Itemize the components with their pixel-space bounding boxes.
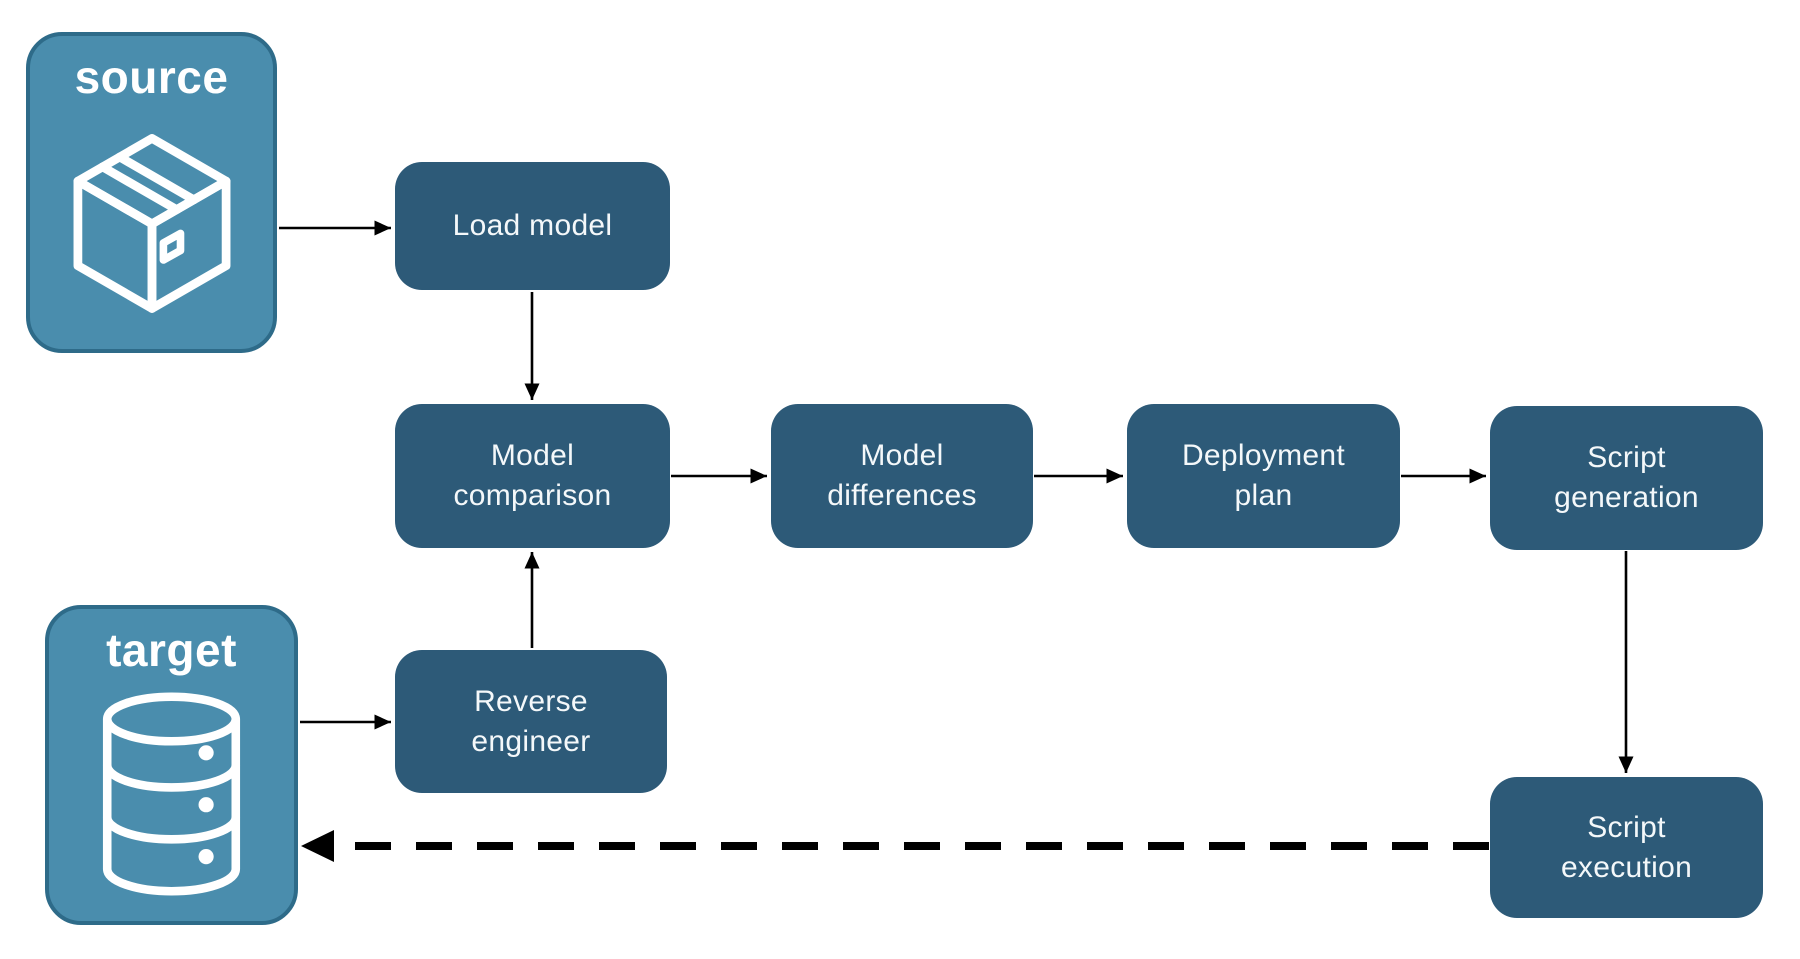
- node-model-comparison: Model comparison: [395, 404, 670, 548]
- source-label: source: [74, 51, 229, 103]
- database-icon: [49, 677, 294, 921]
- target-label: target: [106, 624, 237, 676]
- node-model-differences: Model differences: [771, 404, 1033, 548]
- node-script-execution-label: Script execution: [1560, 810, 1693, 884]
- node-deployment-plan-label: Deployment plan: [1181, 439, 1346, 512]
- node-load-model: Load model: [395, 162, 670, 290]
- container-target: target: [45, 605, 298, 925]
- node-reverse-engineer: Reverse engineer: [395, 650, 667, 793]
- node-model-comparison-label: Model comparison: [453, 439, 612, 512]
- node-reverse-engineer-label: Reverse engineer: [471, 684, 591, 758]
- node-load-model-label: Load model: [452, 209, 613, 243]
- node-script-execution: Script execution: [1490, 777, 1763, 918]
- package-icon: [30, 104, 273, 349]
- node-script-generation: Script generation: [1490, 406, 1763, 550]
- edge-execution-to-target-dashed: [301, 830, 1489, 862]
- node-model-differences-label: Model differences: [827, 439, 977, 512]
- container-source: source: [26, 32, 277, 353]
- node-deployment-plan: Deployment plan: [1127, 404, 1400, 548]
- node-script-generation-label: Script generation: [1554, 441, 1699, 514]
